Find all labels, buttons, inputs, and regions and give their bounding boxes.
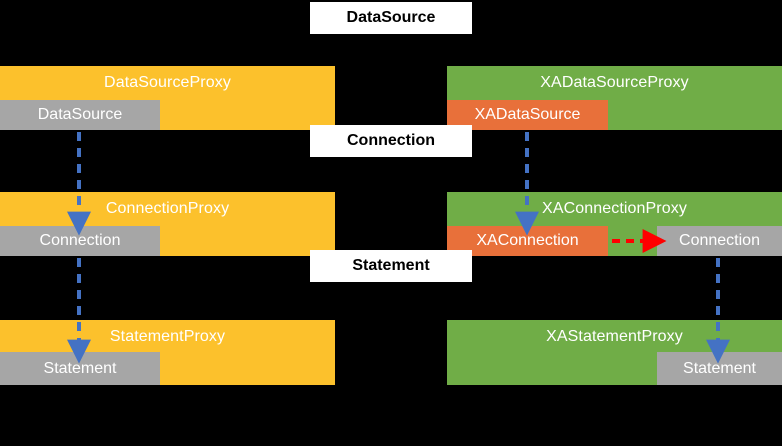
xadatasource-interface-chip: XADataSource	[447, 100, 608, 130]
statement-interface-label: Statement	[43, 359, 117, 377]
statement-proxy-label: StatementProxy	[109, 328, 226, 345]
xastatement-wrapped-statement-chip: Statement	[657, 352, 782, 385]
datasource-proxy-label: DataSourceProxy	[104, 74, 231, 91]
xastatement-wrapped-statement-label: Statement	[683, 359, 756, 377]
connection-proxy-label: ConnectionProxy	[105, 200, 230, 217]
xadatasource-proxy-label: XADataSourceProxy	[540, 74, 689, 91]
connection-interface-label: Connection	[39, 232, 121, 249]
xastatement-proxy-label: XAStatementProxy	[546, 328, 683, 345]
datasource-interface-chip: DataSource	[0, 100, 160, 130]
datasource-interface-label: DataSource	[37, 106, 123, 123]
label-statement: Statement	[310, 250, 472, 282]
label-connection-text: Connection	[347, 132, 435, 149]
xaconnection-wrapped-connection-label: Connection	[679, 232, 760, 249]
xaconnection-proxy-label: XAConnectionProxy	[542, 200, 687, 217]
label-statement-text: Statement	[352, 257, 430, 274]
connection-interface-chip: Connection	[0, 226, 160, 256]
label-connection: Connection	[310, 125, 472, 157]
label-datasource: DataSource	[310, 2, 472, 34]
statement-interface-chip: Statement	[0, 352, 160, 385]
xadatasource-interface-label: XADataSource	[474, 106, 581, 123]
xaconnection-wrapped-connection-chip: Connection	[657, 226, 782, 256]
xaconnection-interface-label: XAConnection	[476, 232, 579, 249]
label-datasource-text: DataSource	[346, 9, 436, 26]
